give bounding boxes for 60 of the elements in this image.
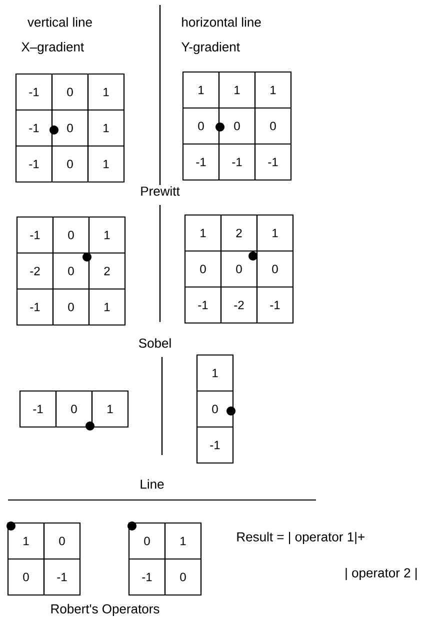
section-label: Sobel [138,338,171,348]
kernel-cell: 2 [88,252,126,290]
kernel-cell: -1 [15,109,53,147]
kernel-cell: -1 [218,143,256,181]
kernel-cell: 1 [91,390,129,428]
kernel-cell: 0 [51,145,89,183]
kernel-cell: 1 [164,522,202,560]
kernel-cell: 2 [220,214,258,252]
kernel-cell: 1 [87,145,125,183]
kernel-cell: 1 [218,71,256,109]
kernel-cell: -1 [16,216,54,254]
section-label: Prewitt [141,186,180,196]
kernel-cell: 0 [51,73,89,111]
kernel-cell: 0 [43,522,81,560]
kernel-cell: 0 [184,250,222,288]
kernel-cell: 1 [87,73,125,111]
kernel-cell: 0 [52,288,90,326]
kernel-cell: 0 [254,107,292,145]
kernel-cell: 0 [256,250,294,288]
kernel-cell: 1 [7,522,45,560]
kernel-cell: 0 [218,107,256,145]
kernel-cell: -1 [184,286,222,324]
kernel-cell: 0 [55,390,93,428]
heading-label: Y-gradient [181,42,240,54]
kernel-cell: -2 [220,286,258,324]
kernel-cell: 0 [164,558,202,596]
section-label: Line [140,479,164,489]
kernel-cell: 0 [182,107,220,145]
kernel-cell: -1 [15,145,53,183]
heading-label: X–gradient [22,42,84,54]
kernel-cell: -1 [182,143,220,181]
kernel-cell: 0 [220,250,258,288]
kernel-cell: 1 [88,288,126,326]
kernel-cell: 1 [87,109,125,147]
kernel-cell: 1 [256,214,294,252]
kernel-cell: 1 [88,216,126,254]
kernel-cell: 1 [182,71,220,109]
heading-label: horizontal line [182,17,261,27]
kernel-cell: 1 [254,71,292,109]
kernel-cell: -1 [254,143,292,181]
kernel-cell: 1 [184,214,222,252]
kernel-cell: -2 [16,252,54,290]
kernel-cell: 1 [196,354,234,392]
kernel-cell: 0 [51,109,89,147]
kernel-cell: 0 [52,252,90,290]
section-label: Robert's Operators [51,604,160,616]
kernel-cell: -1 [128,558,166,596]
kernel-cell: -1 [19,390,57,428]
kernel-cell: -1 [15,73,53,111]
kernel-cell: 0 [128,522,166,560]
kernel-cell: -1 [43,558,81,596]
kernel-cell: -1 [256,286,294,324]
formula-text: | operator 2 | [346,568,417,580]
kernel-cell: -1 [196,426,234,464]
heading-label: vertical line [28,17,92,27]
formula-text: Result = | operator 1|+ [237,532,364,544]
kernel-cell: -1 [16,288,54,326]
kernel-cell: 0 [196,390,234,428]
kernel-cell: 0 [7,558,45,596]
kernel-cell: 0 [52,216,90,254]
